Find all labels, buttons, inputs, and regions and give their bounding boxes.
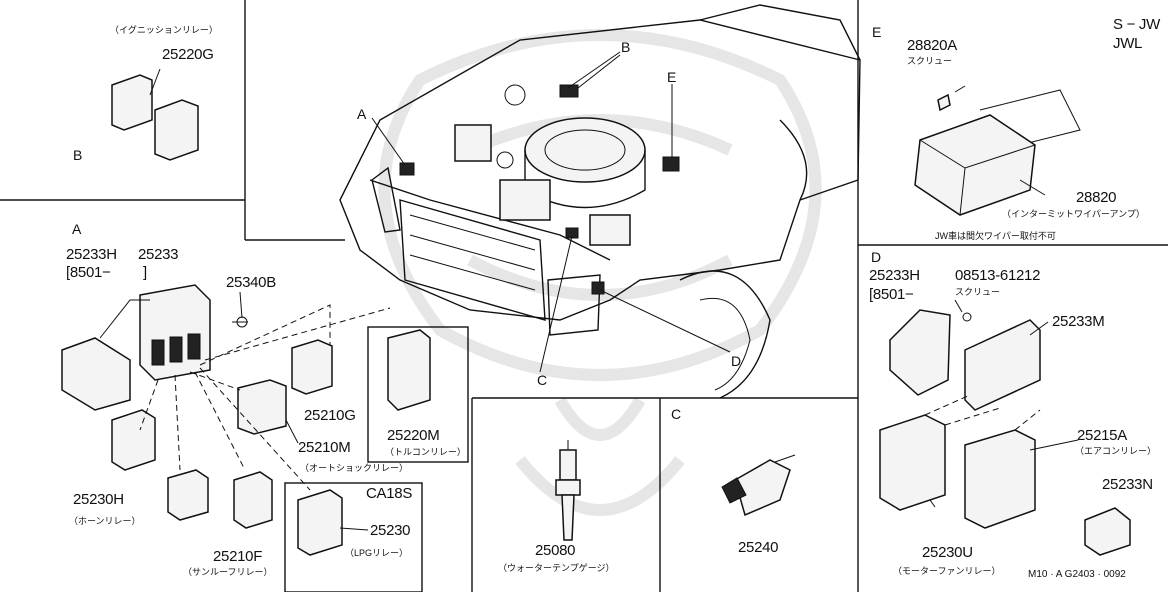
auto-shock-relay-jp: （オートショックリレー） bbox=[300, 463, 409, 473]
switch-25240-drawing bbox=[721, 454, 796, 517]
water-temp-gauge-jp: （ウォーターテンプゲージ） bbox=[498, 563, 615, 573]
watermark-crest bbox=[378, 29, 822, 516]
wiper-amp-drawing bbox=[914, 85, 1081, 216]
callout-b: B bbox=[621, 39, 631, 55]
callout-e: E bbox=[667, 69, 677, 85]
sunroof-relay-jp: （サンルーフリレー） bbox=[183, 567, 273, 577]
lpg-relay-jp: （LPGリレー） bbox=[345, 548, 409, 558]
part-25233: 25233 bbox=[138, 246, 179, 263]
part-25230: 25230 bbox=[370, 522, 411, 539]
ignition-relay-drawing bbox=[111, 68, 199, 161]
part-25240: 25240 bbox=[738, 539, 779, 556]
callout-a: A bbox=[357, 106, 367, 122]
part-25233h-d: 25233H bbox=[869, 267, 920, 284]
motor-fan-relay-jp: （モーターファンリレー） bbox=[893, 566, 1001, 576]
screw-jp-e: スクリュー bbox=[907, 56, 953, 66]
panel-a-drawing bbox=[61, 284, 431, 556]
part-25233h-date: [8501− bbox=[66, 264, 111, 281]
panel-d-drawing bbox=[879, 299, 1131, 556]
aircon-relay-jp: （エアコンリレー） bbox=[1075, 446, 1157, 456]
callout-c: C bbox=[537, 372, 548, 388]
part-25233-mark: ] bbox=[143, 264, 147, 281]
water-temp-gauge-drawing bbox=[555, 440, 581, 541]
panel-e-letter: E bbox=[872, 24, 882, 40]
part-25230u: 25230U bbox=[922, 544, 973, 561]
part-25210g: 25210G bbox=[304, 407, 356, 424]
panel-c-letter: C bbox=[671, 406, 682, 422]
grade-s-jw: S − JW bbox=[1113, 16, 1160, 33]
screw-08513-61212: 08513-61212 bbox=[955, 267, 1041, 284]
part-25210m: 25210M bbox=[298, 439, 351, 456]
part-25210f: 25210F bbox=[213, 548, 263, 565]
part-25215a: 25215A bbox=[1077, 427, 1127, 444]
panel-d-letter: D bbox=[871, 249, 882, 265]
part-28820: 28820 bbox=[1076, 189, 1117, 206]
part-25080: 25080 bbox=[535, 542, 576, 559]
part-25233h-d-date: [8501− bbox=[869, 286, 914, 303]
torcon-relay-jp: （トルコンリレー） bbox=[385, 447, 466, 457]
drawing-code: M10 · A G2403 · 0092 bbox=[1028, 569, 1126, 580]
wiper-amp-jp: （インターミットワイパーアンプ） bbox=[1002, 209, 1145, 219]
part-25220m: 25220M bbox=[387, 427, 440, 444]
car-front-view bbox=[339, 4, 861, 399]
part-28820a: 28820A bbox=[907, 37, 957, 54]
part-25233h: 25233H bbox=[66, 246, 117, 263]
jw-note: JW車は間欠ワイパー取付不可 bbox=[935, 231, 1056, 241]
callout-d: D bbox=[731, 353, 742, 369]
ca18s-label: CA18S bbox=[366, 485, 413, 502]
panel-a-letter: A bbox=[72, 221, 82, 237]
part-25220g: 25220G bbox=[162, 46, 214, 63]
grade-jwl: JWL bbox=[1113, 35, 1143, 52]
ignition-relay-jp: （イグニッションリレー） bbox=[110, 25, 218, 35]
panel-b-letter: B bbox=[73, 147, 83, 163]
screw-jp-d: スクリュー bbox=[955, 287, 1001, 297]
part-25233n: 25233N bbox=[1102, 476, 1153, 493]
horn-relay-jp: （ホーンリレー） bbox=[69, 516, 141, 526]
part-25233m: 25233M bbox=[1052, 313, 1105, 330]
part-25340b: 25340B bbox=[226, 274, 276, 291]
part-25230h: 25230H bbox=[73, 491, 124, 508]
